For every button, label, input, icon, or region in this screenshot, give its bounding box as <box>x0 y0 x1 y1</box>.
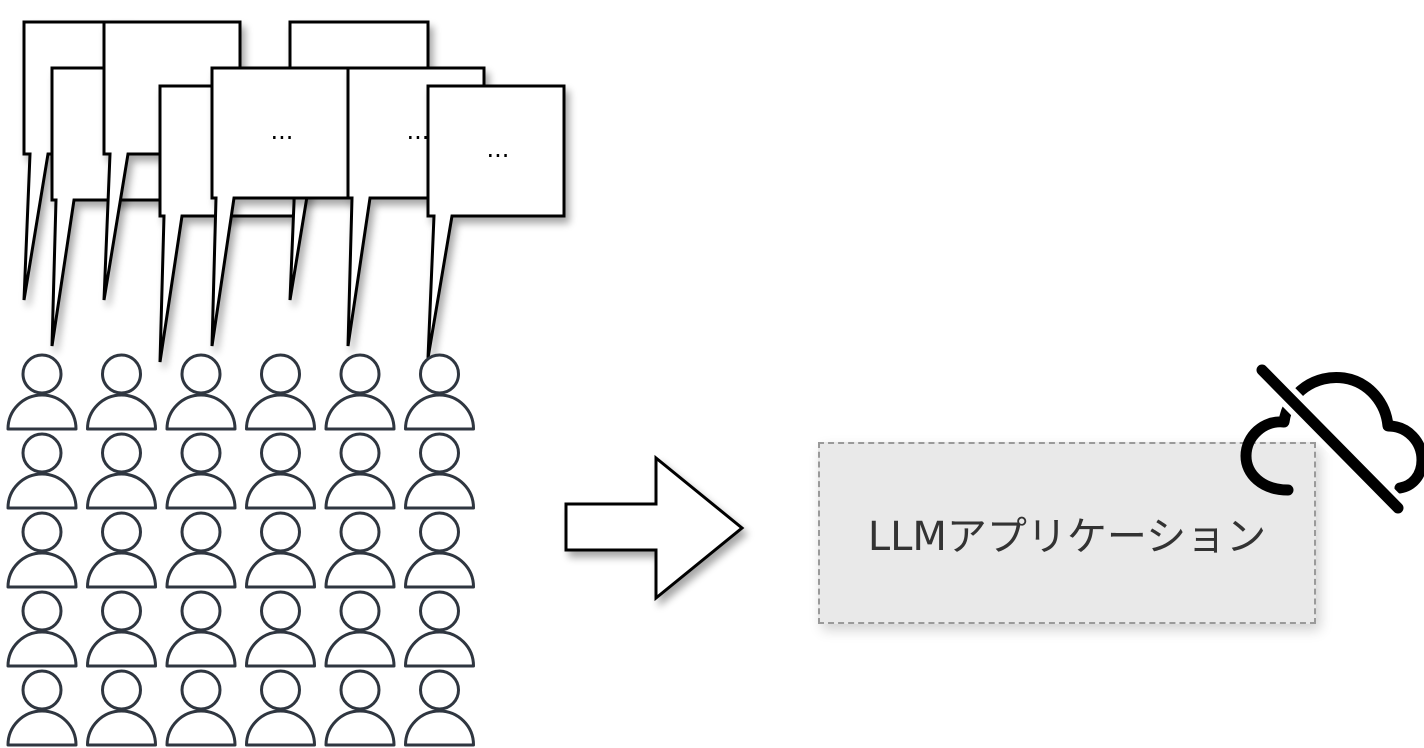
llm-application-label: LLMアプリケーション <box>867 514 1267 560</box>
speech-bubble-icon: ... <box>426 84 566 359</box>
person-icon <box>86 432 157 510</box>
person-icon <box>165 353 237 431</box>
person-icon <box>245 669 316 747</box>
person-icon <box>6 432 78 510</box>
person-icon <box>404 511 475 589</box>
person-icon <box>324 353 396 431</box>
person-icon <box>245 590 316 668</box>
person-icon <box>404 590 475 668</box>
person-icon <box>324 669 396 747</box>
person-icon <box>165 590 237 668</box>
person-icon <box>324 432 396 510</box>
person-icon <box>404 669 475 747</box>
person-icon <box>165 511 237 589</box>
speech-bubble-ellipsis: ... <box>407 117 430 145</box>
speech-bubble-ellipsis: ... <box>271 117 294 145</box>
llm-application-box: LLMアプリケーション <box>818 442 1316 624</box>
speech-bubble-ellipsis: ... <box>487 135 510 163</box>
speech-bubbles-group: ......... <box>22 20 566 363</box>
person-icon <box>165 669 237 747</box>
cloud-off-icon <box>1240 362 1424 519</box>
person-icon <box>324 511 396 589</box>
person-icon <box>86 511 157 589</box>
crowd-of-users <box>6 353 475 747</box>
person-icon <box>165 432 237 510</box>
person-icon <box>6 511 78 589</box>
person-icon <box>6 669 78 747</box>
person-icon <box>6 590 78 668</box>
person-icon <box>404 353 475 431</box>
person-icon <box>6 353 78 431</box>
person-icon <box>245 432 316 510</box>
person-icon <box>86 669 157 747</box>
person-icon <box>245 353 316 431</box>
person-icon <box>404 432 475 510</box>
person-icon <box>245 511 316 589</box>
right-arrow-icon <box>564 454 745 602</box>
person-icon <box>86 590 157 668</box>
person-icon <box>86 353 157 431</box>
person-icon <box>324 590 396 668</box>
